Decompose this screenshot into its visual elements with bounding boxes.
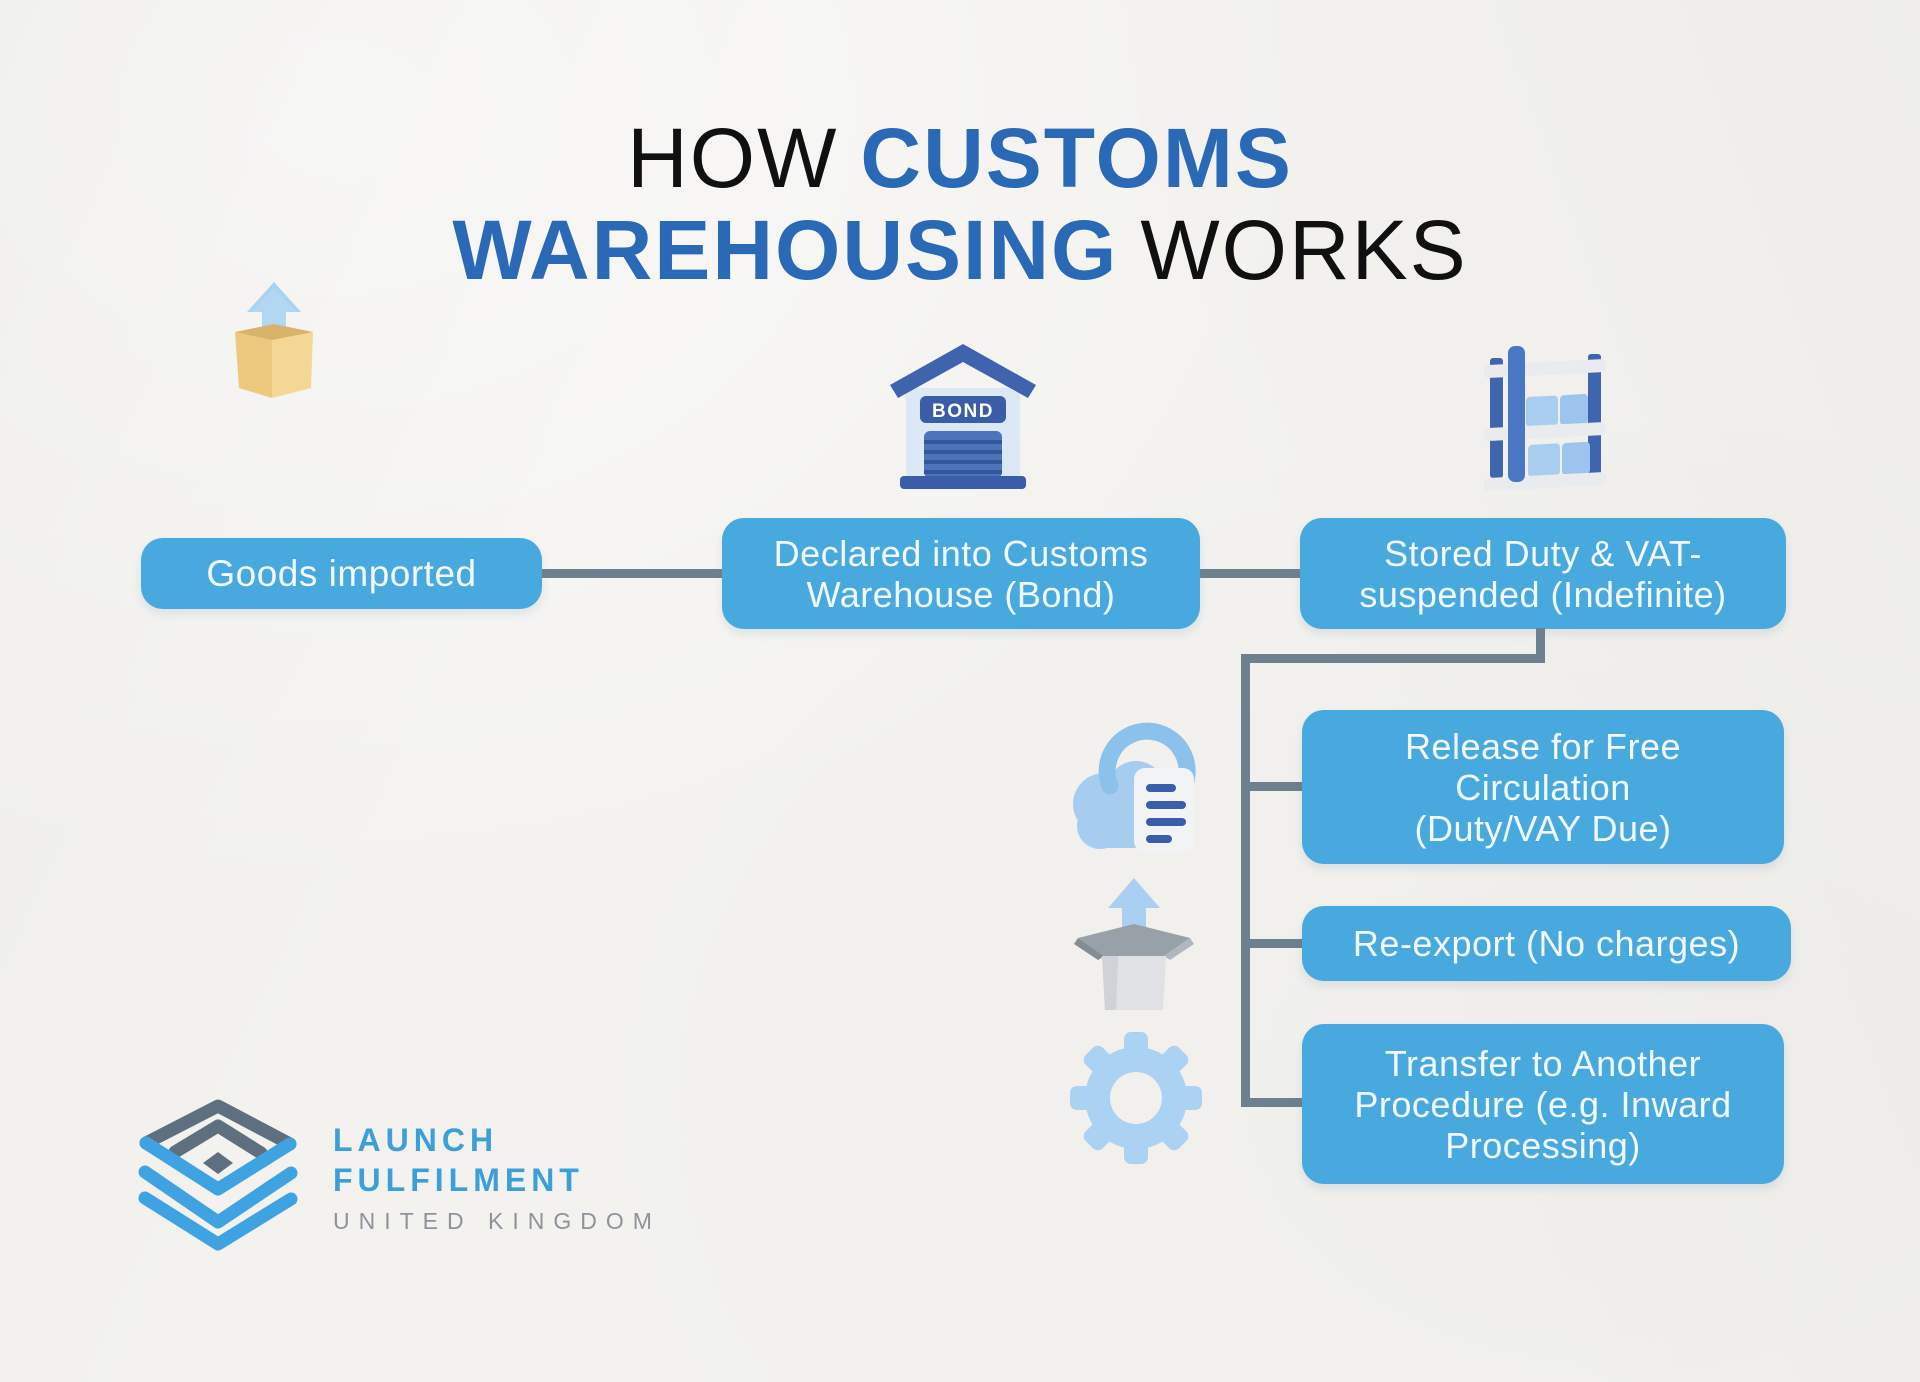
storage-rack-icon [1484,346,1606,490]
connector-to-reexport [1241,939,1302,948]
connector-step2-step3 [1200,569,1300,578]
logo-line-united-kingdom: UNITED KINGDOM [333,1208,661,1234]
logo-wordmark: LAUNCH FULFILMENT UNITED KINGDOM [333,1120,661,1238]
step-box-stored-duty-vat-suspended: Stored Duty & VAT- suspended (Indefinite… [1300,518,1786,629]
launch-fulfilment-logo-icon [138,1099,298,1251]
logo-line-launch: LAUNCH [333,1122,499,1158]
bond-sign-label: BOND [932,401,994,422]
connector-branch-vertical [1241,654,1250,1107]
bonded-warehouse-icon: BOND [890,344,1036,489]
connector-step1-step2 [542,569,722,578]
outcome-label-line: Circulation [1455,766,1631,808]
outcome-label-line: (Duty/VAY Due) [1414,807,1672,849]
goods-box-icon [235,282,313,398]
step-label: Goods imported [206,553,477,594]
step-label-line: suspended (Indefinite) [1359,573,1727,615]
outcome-label-line: Procedure (e.g. Inward [1354,1083,1732,1125]
step-box-declared-into-warehouse: Declared into Customs Warehouse (Bond) [722,518,1200,629]
step-box-goods-imported: Goods imported [141,538,542,609]
step-label-line: Warehouse (Bond) [806,573,1116,615]
outcome-label-line: Processing) [1445,1124,1641,1166]
connector-to-release [1241,782,1302,791]
step-label-line: Stored Duty & VAT- [1384,532,1702,574]
outcome-label-line: Re-export (No charges) [1352,923,1741,964]
outcome-label-line: Transfer to Another [1384,1042,1702,1084]
title-word-works: WORKS [1140,203,1468,297]
cloud-document-icon [1073,722,1196,852]
outcome-box-transfer-procedure: Transfer to Another Procedure (e.g. Inwa… [1302,1024,1784,1184]
connector-to-transfer [1241,1098,1302,1107]
logo-line-fulfilment: FULFILMENT [333,1162,584,1198]
title-word-how: HOW [627,111,839,205]
step-label-line: Declared into Customs [773,532,1149,574]
connector-stem [1536,628,1545,663]
gear-icon [1070,1032,1202,1164]
outcome-box-release-free-circulation: Release for Free Circulation (Duty/VAY D… [1302,710,1784,864]
outcome-label-line: Release for Free [1404,725,1682,767]
connector-branch-top [1241,654,1545,663]
title-word-customs: CUSTOMS [860,111,1293,205]
reexport-box-icon [1074,878,1194,1010]
title-word-warehousing: WAREHOUSING [452,203,1119,297]
outcome-box-reexport: Re-export (No charges) [1302,906,1791,981]
